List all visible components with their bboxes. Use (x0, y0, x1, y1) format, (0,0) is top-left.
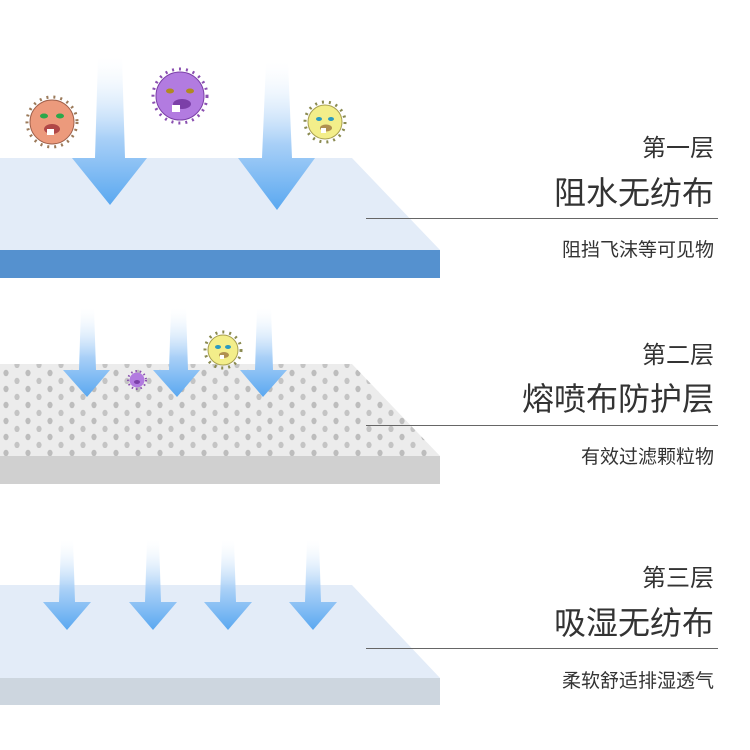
layer-3-desc: 柔软舒适排湿透气 (561, 670, 714, 692)
arrow-icon (129, 540, 177, 630)
arrow-icon (238, 62, 315, 210)
virus-icon (303, 100, 347, 144)
arrow-icon (240, 308, 287, 397)
divider (366, 218, 718, 219)
divider (366, 425, 718, 426)
layer-2-fabric (0, 364, 440, 484)
layer-2-name: 熔喷布防护层 (521, 380, 714, 418)
layer-3-level: 第三层 (642, 564, 714, 592)
layer-3-name: 吸湿无纺布 (553, 604, 714, 642)
virus-icon (203, 330, 243, 370)
arrow-icon (43, 540, 91, 630)
arrow-icon (204, 540, 252, 630)
virus-icon (127, 370, 147, 390)
virus-icon (151, 67, 209, 125)
arrow-icon (63, 308, 110, 397)
virus-icon (25, 95, 79, 149)
arrow-icon (72, 57, 147, 205)
layer-1-desc: 阻挡飞沫等可见物 (561, 239, 714, 261)
layer-2-desc: 有效过滤颗粒物 (580, 446, 714, 468)
layer-2-level: 第二层 (642, 341, 714, 369)
layer-1-level: 第一层 (642, 134, 714, 162)
layer-1-name: 阻水无纺布 (553, 174, 714, 212)
arrow-icon (289, 540, 337, 630)
arrow-icon (153, 308, 200, 397)
divider (366, 648, 718, 649)
